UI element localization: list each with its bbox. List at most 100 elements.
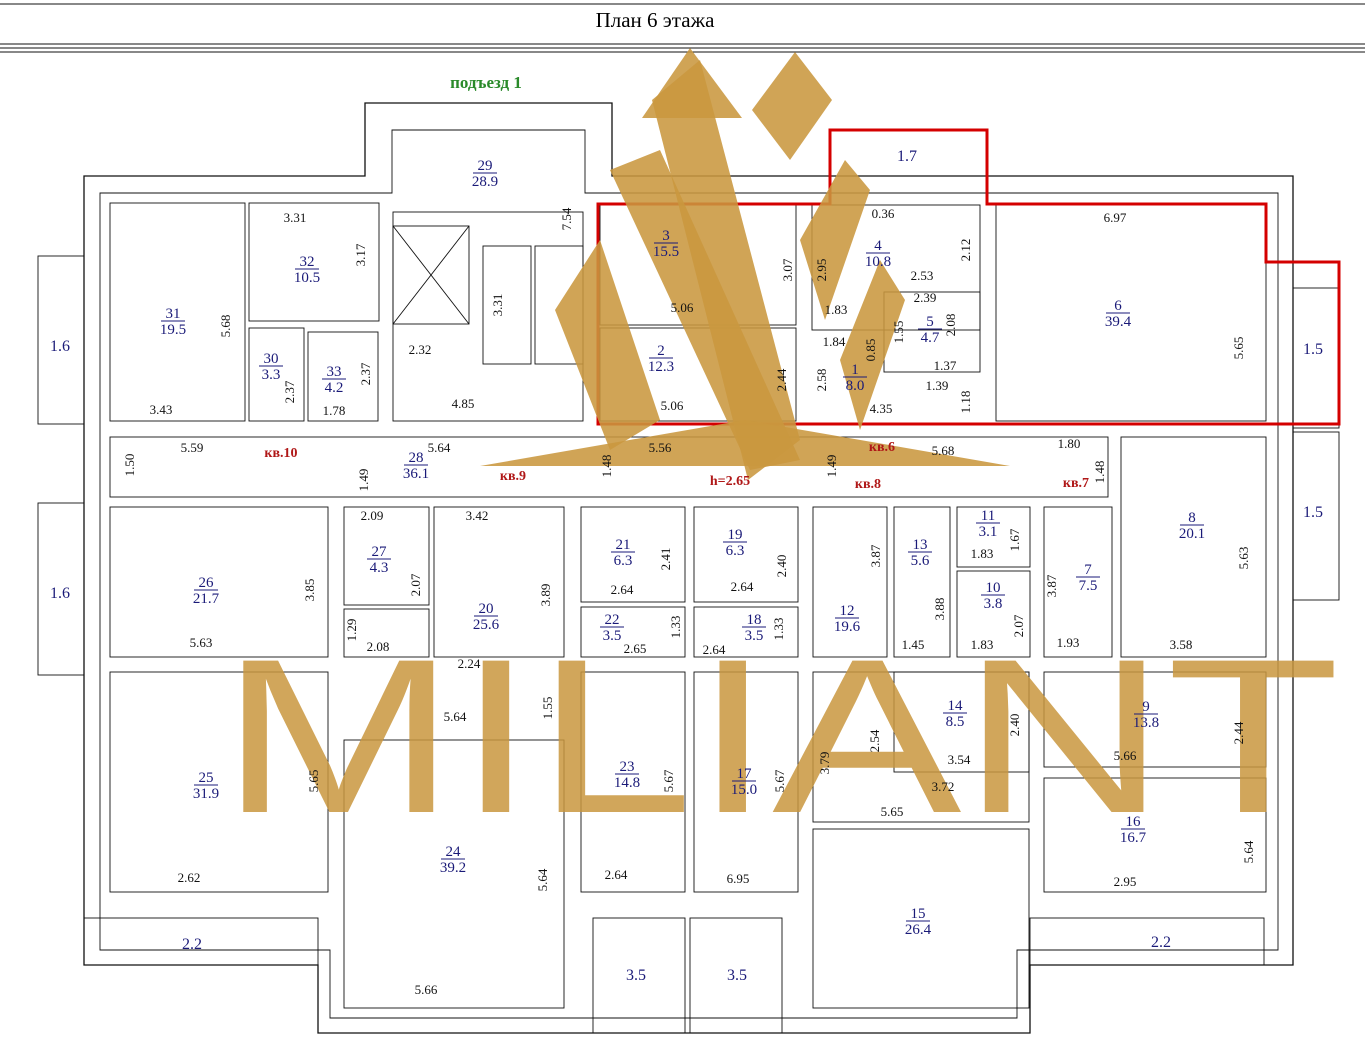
dimension-label: 1.50 [122, 454, 137, 477]
dimension-label: 1.29 [344, 619, 359, 642]
dimension-label: 2.39 [914, 290, 937, 305]
dimension-label: 1.48 [1092, 461, 1107, 484]
dimension-label: 2.07 [1011, 614, 1026, 637]
room-number: 17 [737, 766, 753, 782]
room-area: 3.5 [603, 628, 622, 644]
room-number: 32 [300, 254, 315, 270]
room-area: 8.0 [846, 378, 865, 394]
dimension-label: 6.95 [727, 871, 750, 886]
apartment-label: кв.8 [855, 477, 881, 492]
room-area: 28.9 [472, 174, 498, 190]
dimension-label: 1.33 [771, 618, 786, 641]
room-area: 5.6 [911, 553, 930, 569]
dimension-label: 2.64 [605, 867, 628, 882]
room-number: 25 [199, 770, 214, 786]
dimension-label: 5.67 [772, 769, 787, 792]
room-number: 6 [1114, 298, 1122, 314]
highlighted-apartment-outline [596, 128, 1341, 426]
room-number: 33 [327, 364, 342, 380]
dimension-label: 1.39 [926, 378, 949, 393]
balcony-area: 1.6 [50, 338, 70, 355]
dimension-label: 5.65 [1231, 337, 1246, 360]
balcony-area: 1.7 [897, 148, 917, 165]
dimension-label: 4.85 [452, 396, 475, 411]
dimension-label: 5.63 [1236, 547, 1251, 570]
room-area: 3.3 [262, 367, 281, 383]
apartment-label: кв.10 [264, 446, 297, 461]
dimension-label: 3.72 [932, 779, 955, 794]
room-area: 8.5 [946, 714, 965, 730]
room-number: 7 [1084, 562, 1092, 578]
watermark-text: MILIANT [220, 613, 1340, 859]
balcony-area: 1.5 [1303, 341, 1323, 358]
dimension-label: 2.32 [409, 342, 432, 357]
dimension-label: 2.58 [814, 369, 829, 392]
room-number: 13 [913, 537, 928, 553]
room-number: 3 [662, 228, 670, 244]
dimension-label: 3.17 [353, 243, 368, 266]
dimension-label: 5.67 [661, 769, 676, 792]
dimension-label: 2.95 [1114, 874, 1137, 889]
room-number: 14 [948, 698, 964, 714]
dimension-label: 5.06 [661, 398, 684, 413]
dimension-label: 1.45 [902, 637, 925, 652]
room-area: 4.3 [370, 560, 389, 576]
dimension-label: 2.12 [958, 239, 973, 262]
room-area: 16.7 [1120, 830, 1147, 846]
dimension-label: 1.83 [971, 637, 994, 652]
room-number: 30 [264, 351, 279, 367]
room-number: 15 [911, 906, 926, 922]
dimension-label: 1.55 [540, 697, 555, 720]
dimension-label: 3.58 [1170, 637, 1193, 652]
dimension-label: 3.43 [150, 402, 173, 417]
room-area: 10.8 [865, 254, 891, 270]
room-number: 23 [620, 759, 635, 775]
dimension-label: 2.44 [774, 368, 789, 391]
dimension-label: 6.97 [1104, 210, 1127, 225]
room-area: 3.5 [745, 628, 764, 644]
dimension-label: 5.56 [649, 440, 672, 455]
dimension-label: 2.37 [358, 362, 373, 385]
room-number: 10 [986, 580, 1001, 596]
dimension-label: 3.31 [490, 294, 505, 317]
room-area: 15.5 [653, 244, 679, 260]
dimension-label: 3.42 [466, 508, 489, 523]
room-number: 21 [616, 537, 631, 553]
room-area: 3.8 [984, 596, 1003, 612]
room-area: 3.1 [979, 524, 998, 540]
room-number: 4 [874, 238, 882, 254]
dimension-label: 5.64 [535, 868, 550, 891]
room-number: 28 [409, 450, 424, 466]
entrance-label: подъезд 1 [450, 73, 522, 92]
room-area: 10.5 [294, 270, 320, 286]
dimension-label: 5.64 [428, 440, 451, 455]
balcony-area: 2.2 [182, 936, 202, 953]
dimension-label: 5.66 [415, 982, 438, 997]
room-number: 12 [840, 603, 855, 619]
room-number: 27 [372, 544, 388, 560]
room-area: 6.3 [726, 543, 745, 559]
building-walls [37, 102, 1340, 1034]
ceiling-height: h=2.65 [710, 474, 750, 489]
room-number: 8 [1188, 510, 1196, 526]
dimension-label: 1.80 [1058, 436, 1081, 451]
dimension-label: 1.49 [824, 455, 839, 478]
dimension-label: 0.85 [863, 339, 878, 362]
dimension-label: 3.31 [284, 210, 307, 225]
dimension-label: 1.83 [971, 546, 994, 561]
dimension-label: 2.44 [1231, 721, 1246, 744]
room-number: 18 [747, 612, 762, 628]
dimension-label: 1.48 [599, 455, 614, 478]
room-number: 22 [605, 612, 620, 628]
dimension-label: 5.68 [932, 443, 955, 458]
dimension-label: 2.64 [731, 579, 754, 594]
dimension-label: 2.62 [178, 870, 201, 885]
room-number: 31 [166, 306, 181, 322]
dimension-label: 2.08 [943, 314, 958, 337]
dimension-label: 1.93 [1057, 635, 1080, 650]
room-area: 4.7 [921, 330, 940, 346]
watermark-logo [480, 48, 1010, 480]
dimension-label: 3.87 [1044, 574, 1059, 597]
dimension-label: 3.88 [932, 598, 947, 621]
